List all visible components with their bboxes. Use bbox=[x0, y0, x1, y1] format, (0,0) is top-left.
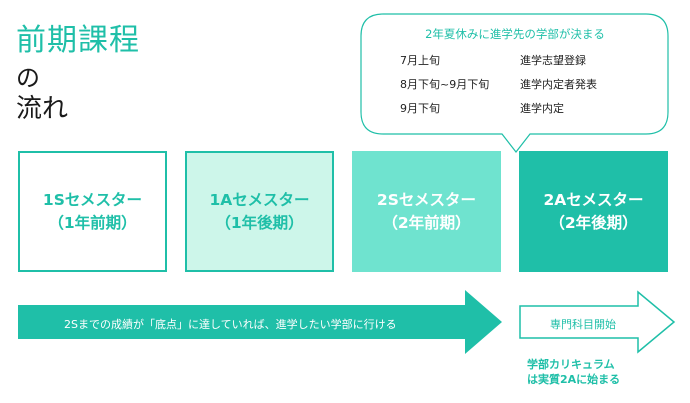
main-arrow-shape bbox=[18, 290, 502, 354]
semester-name: 1Aセメスター bbox=[209, 191, 310, 210]
schedule-what: 進学内定者発表 bbox=[520, 78, 597, 91]
second-arrow-shape bbox=[519, 290, 676, 354]
main-arrow-text: 2Sまでの成績が「底点」に達していれば、進学したい学部に行ける bbox=[64, 318, 397, 331]
schedule-when: 9月下旬 bbox=[400, 102, 440, 115]
title-line-2: の bbox=[16, 64, 40, 92]
schedule-what: 進学内定 bbox=[520, 102, 564, 115]
semester-box-2a: 2Aセメスター （2年後期） bbox=[519, 151, 668, 272]
semester-name: 1Sセメスター bbox=[42, 191, 143, 210]
schedule-when: 8月下旬~9月下旬 bbox=[400, 78, 490, 91]
callout-header: 2年夏休みに進学先の学部が決まる bbox=[425, 27, 605, 41]
semester-name: 2Aセメスター bbox=[543, 191, 644, 210]
semester-box-1s: 1Sセメスター （1年前期） bbox=[18, 151, 167, 272]
semester-name: 2Sセメスター bbox=[376, 191, 477, 210]
note-line-1: 学部カリキュラム bbox=[527, 358, 615, 371]
semester-sub: （1年後期） bbox=[215, 213, 304, 232]
curriculum-note: 学部カリキュラム は実質2Aに始まる bbox=[527, 358, 620, 388]
semester-sub: （2年前期） bbox=[382, 213, 471, 232]
note-line-2: は実質2Aに始まる bbox=[527, 372, 621, 386]
semester-box-2s: 2Sセメスター （2年前期） bbox=[352, 151, 501, 272]
semester-box-1a: 1Aセメスター （1年後期） bbox=[185, 151, 334, 272]
title-line-1: 前期課程 bbox=[16, 23, 140, 58]
second-arrow-text: 専門科目開始 bbox=[550, 318, 616, 331]
schedule-when: 7月上旬 bbox=[400, 54, 440, 67]
schedule-what: 進学志望登録 bbox=[520, 54, 586, 67]
semester-sub: （2年後期） bbox=[549, 213, 638, 232]
title-line-3: 流れ bbox=[16, 94, 69, 124]
semester-sub: （1年前期） bbox=[48, 213, 137, 232]
